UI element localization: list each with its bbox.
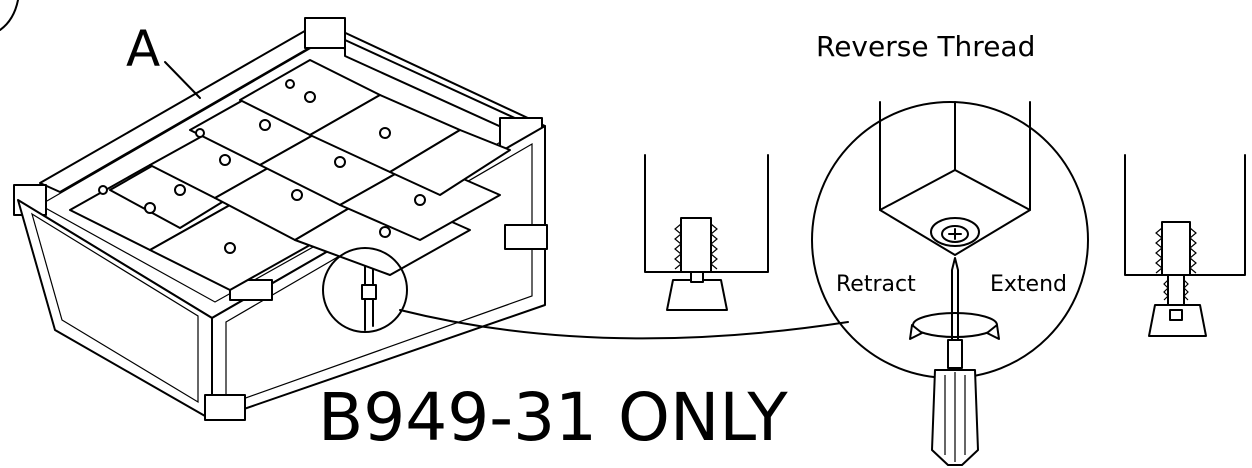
leveler-foot — [666, 279, 728, 311]
callout-leader-a — [164, 61, 201, 99]
phillips-screwdriver-icon — [931, 339, 979, 466]
rotate-arrows-icon — [909, 312, 1000, 340]
cabinet-foot — [504, 224, 548, 250]
extend-label: Extend — [990, 272, 1067, 297]
detail-connector — [399, 309, 849, 340]
model-note: B949-31 ONLY — [318, 379, 788, 456]
drawer — [389, 129, 511, 196]
corner-circle-fragment — [0, 0, 19, 31]
callout-label-a: A — [126, 20, 160, 78]
leveler-extended-diagram — [1124, 154, 1246, 337]
retract-label: Retract — [836, 272, 916, 297]
leveler-retracted-diagram — [644, 154, 769, 311]
cabinet-foot — [204, 394, 246, 421]
leveler-block — [361, 284, 377, 300]
detail-circle-small — [322, 247, 408, 333]
reverse-thread-label: Reverse Thread — [816, 30, 1035, 63]
leveler-thread — [680, 217, 712, 273]
drawer-knobs — [98, 79, 426, 254]
leveler-thread — [1161, 221, 1191, 276]
corner-post — [304, 17, 346, 49]
drawer-cabinet-icon — [13, 17, 548, 421]
